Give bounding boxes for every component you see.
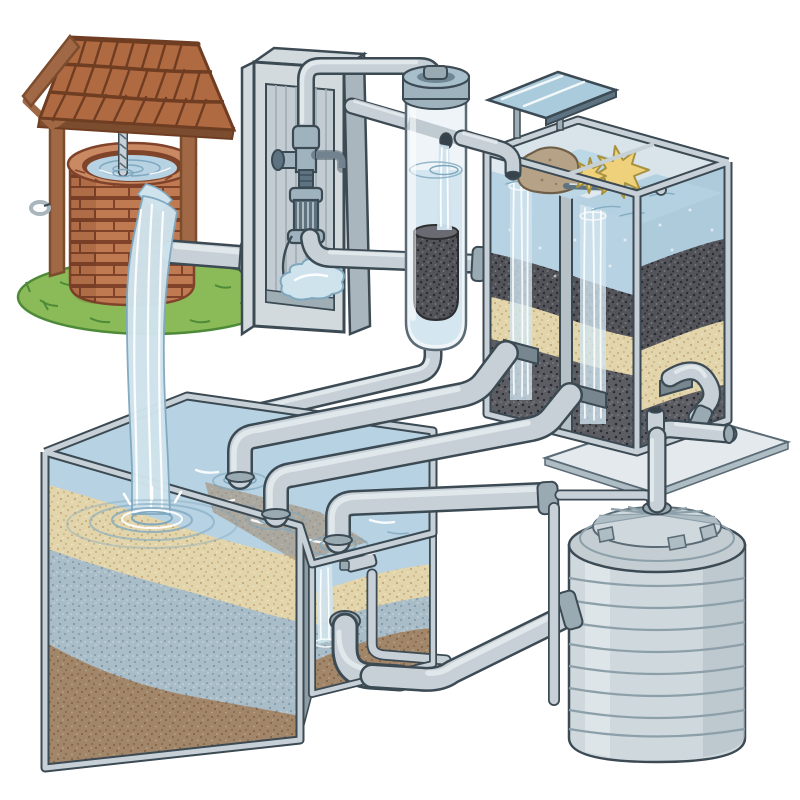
carbon-core-body [413, 231, 459, 322]
pipe-chamber-to-storage [359, 599, 587, 692]
tank-drop-pipe [647, 426, 667, 514]
crown-wedge [594, 514, 657, 524]
pump-house-right-wall [342, 51, 372, 336]
shingle-lines [52, 37, 208, 129]
media-filter-tank [453, 70, 792, 501]
pump-left-disc [271, 149, 285, 171]
tank-frame [482, 115, 733, 457]
drain-puddle [279, 257, 345, 301]
cap-stub-coupling [423, 65, 448, 80]
chamber-thin-pipe [366, 568, 452, 666]
intake-base-ring [225, 471, 255, 483]
waterfall-splash [66, 485, 238, 549]
pump-cap [291, 124, 321, 152]
chamber-waterfall [314, 564, 338, 648]
well-roof [21, 34, 237, 132]
tank-body [567, 543, 747, 764]
storage-tank [567, 500, 747, 764]
side-water-sparkle [658, 208, 714, 252]
delivery-piping [548, 361, 738, 706]
intake-base-ring [261, 508, 291, 520]
column-inner-stream [409, 144, 463, 230]
waterfall-stream [125, 195, 178, 515]
tank-body-highlight [585, 550, 610, 757]
crown-tabs [597, 523, 718, 551]
collection-chamber [308, 534, 452, 698]
well-overflow-waterfall [66, 195, 238, 549]
well-posts [29, 90, 198, 278]
intake-pipe-3 [323, 480, 560, 554]
crown-wedge [657, 514, 720, 524]
tank-body-shade [703, 548, 745, 757]
storage-inlet-coupling [556, 589, 584, 631]
well-assembly [16, 34, 284, 336]
waterfall-streaks [133, 203, 165, 510]
clear-filter-column [401, 64, 471, 352]
pump-right-spout [316, 151, 346, 168]
gable-board [21, 34, 81, 108]
ridge-cap [67, 35, 201, 47]
puddle-shine [293, 273, 329, 282]
pipe-tank-inlet-elbow [453, 129, 522, 181]
right-chamber-surface [576, 174, 722, 223]
thin-feed-pipe [554, 489, 658, 509]
motor-fins [297, 202, 314, 230]
inlet-mouth [504, 170, 522, 180]
basin-rim-frame [40, 391, 438, 773]
intake-base-ring [323, 534, 353, 546]
solar-panel [484, 70, 620, 139]
pump-house-left-edge [240, 59, 256, 337]
intake-pipes [225, 340, 583, 554]
well-body-shade [70, 166, 96, 304]
vertical-pump [271, 124, 347, 293]
tap-arm-cap [723, 424, 735, 444]
tank-ribs [568, 576, 746, 738]
intake-pipe-2 [261, 382, 583, 528]
rope-hook-loop [29, 200, 51, 216]
sedimentation-basin [40, 391, 587, 773]
intake-pipe-1 [225, 340, 519, 490]
tap-assembly [646, 361, 738, 514]
